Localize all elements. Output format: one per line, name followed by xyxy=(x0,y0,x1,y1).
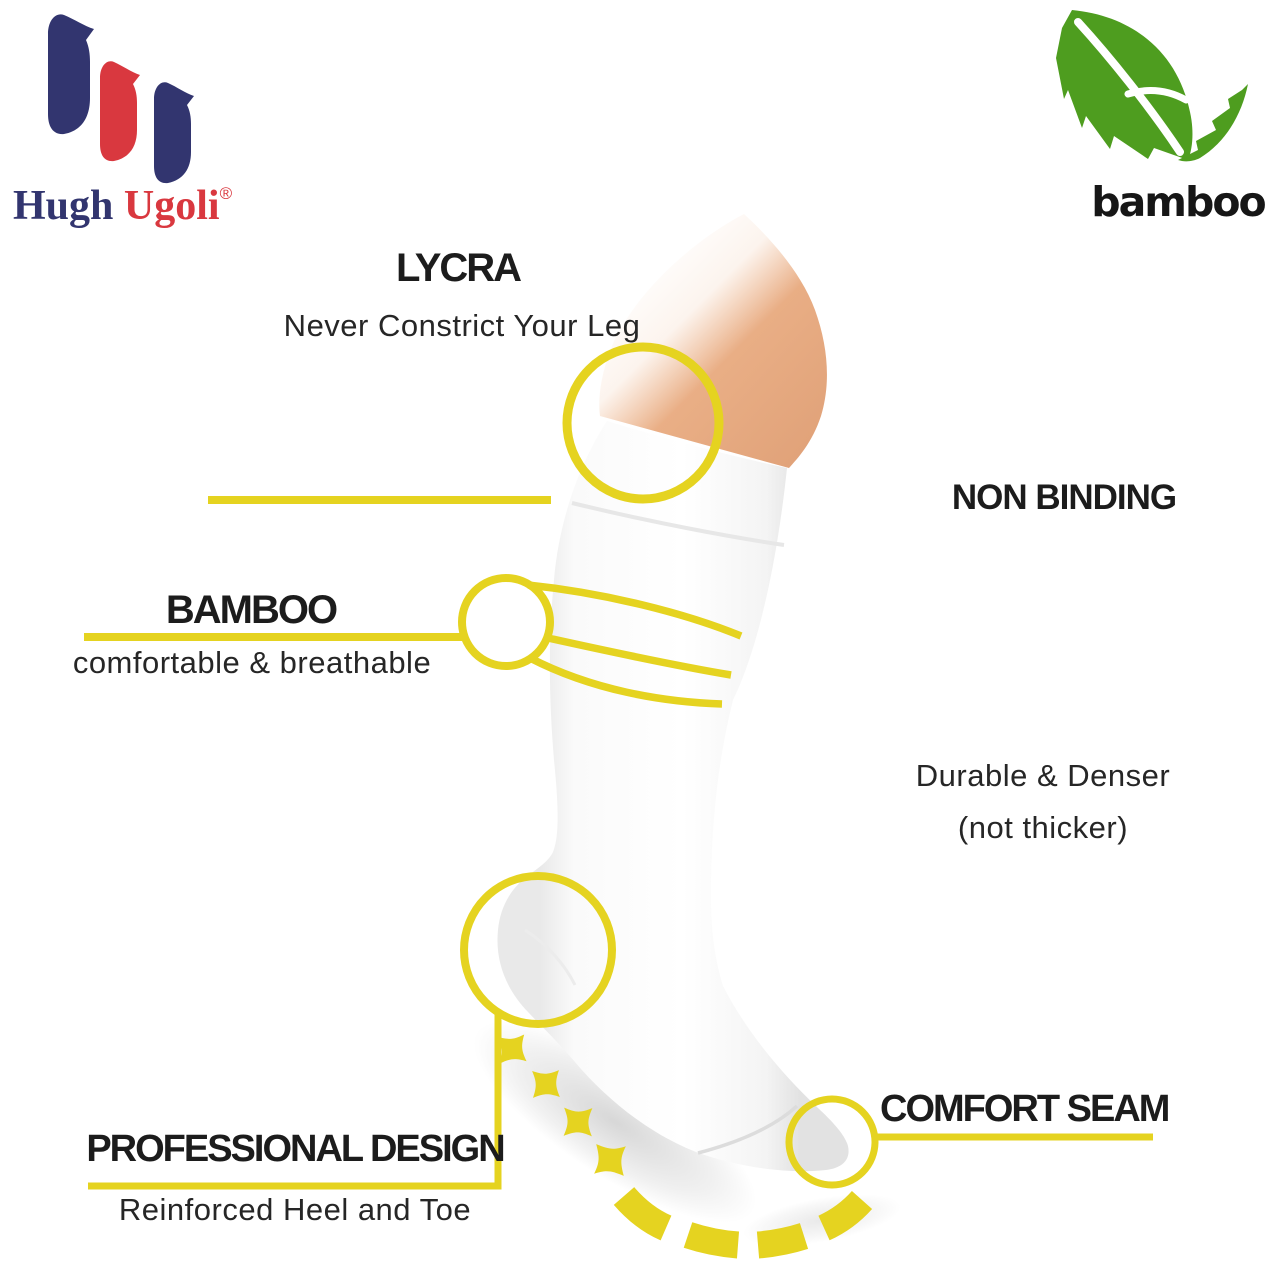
brand-word1: Hugh xyxy=(13,183,114,229)
bamboo-subtitle: comfortable & breathable xyxy=(72,645,432,680)
logo-ribbon-shapes xyxy=(48,14,194,184)
thigh-fade xyxy=(540,165,840,450)
sole-wide-dashes xyxy=(613,1186,873,1259)
calf-circle-annotation xyxy=(458,574,554,670)
hugh-ugoli-logo-icon xyxy=(48,14,194,184)
toe-circle-annotation xyxy=(785,1095,879,1189)
heel-crease xyxy=(524,928,577,986)
lycra-title: LYCRA xyxy=(395,246,522,290)
brand-word2: Ugoli xyxy=(123,183,220,229)
badge-label: bamboo xyxy=(1091,178,1266,226)
foot-shadow xyxy=(473,1021,757,1223)
sock xyxy=(497,421,849,1172)
lycra-subtitle: Never Constrict Your Leg xyxy=(283,308,641,343)
cuff-seam xyxy=(571,501,785,547)
professional-design-title: PROFESSIONAL DESIGN xyxy=(86,1128,505,1170)
sole-dashed-curve xyxy=(497,1034,626,1176)
non-binding-title: NON BINDING xyxy=(951,478,1177,517)
annotations xyxy=(84,342,1153,1259)
bamboo-leaf-icon xyxy=(1056,10,1248,162)
bamboo-title: BAMBOO xyxy=(165,588,338,632)
toe-seam xyxy=(697,1104,799,1155)
brand-wordmark: Hugh Ugoli® xyxy=(13,182,232,230)
leaf-shapes xyxy=(1056,10,1248,162)
heel-circle-annotation xyxy=(460,872,616,1028)
professional-design-pointer xyxy=(88,1014,502,1190)
knee-circle-annotation xyxy=(562,342,724,504)
professional-design-subtitle: Reinforced Heel and Toe xyxy=(118,1192,472,1227)
registered-mark: ® xyxy=(219,184,233,203)
bamboo-stretch-lines xyxy=(527,581,743,708)
comfort-seam-title: COMFORT SEAM xyxy=(880,1088,1170,1130)
durable-line2: (not thicker) xyxy=(957,810,1129,845)
leg-photo xyxy=(473,165,901,1246)
durable-line1: Durable & Denser xyxy=(915,758,1171,793)
